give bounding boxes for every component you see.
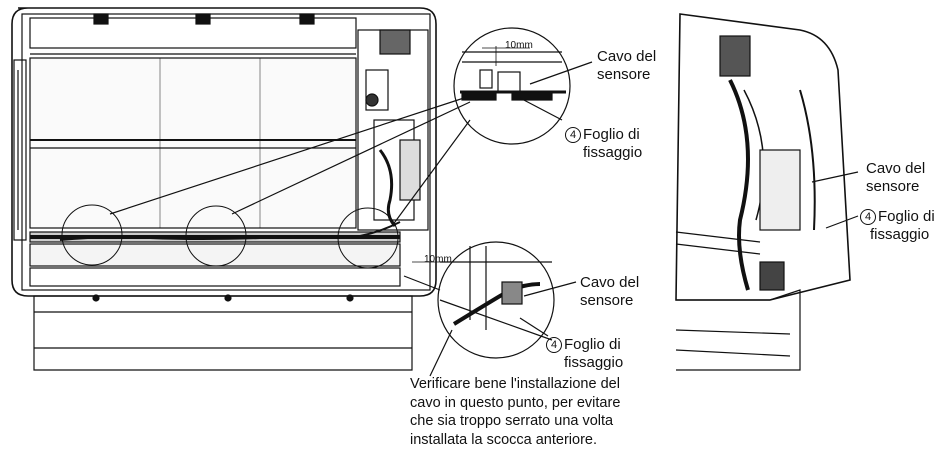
dimension-label-top: 10mm — [505, 40, 533, 51]
part-number-badge: 4 — [546, 337, 562, 353]
part-number-badge: 4 — [860, 209, 876, 225]
sensor-cable-label-top: Cavo del sensore — [597, 48, 657, 83]
sensor-cable-label-right: Cavo del sensore — [866, 160, 926, 195]
left-indoor-unit — [11, 7, 471, 371]
zoom-detail-top — [453, 27, 593, 145]
sensor-cable-label-bottom: Cavo del sensore — [580, 274, 640, 309]
right-indoor-unit — [675, 13, 859, 371]
dimension-label-bottom: 10mm — [424, 254, 452, 265]
installation-note: Verificare bene l'installazione del cavo… — [410, 376, 621, 448]
zoom-detail-bottom — [403, 241, 577, 377]
part-number-badge: 4 — [565, 127, 581, 143]
